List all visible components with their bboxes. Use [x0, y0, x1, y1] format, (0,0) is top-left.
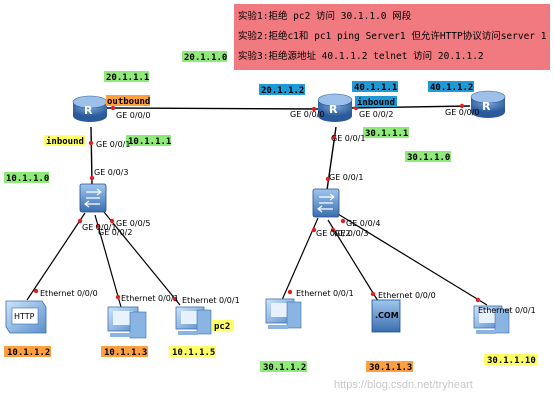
switch-sw1-icon[interactable] — [79, 183, 107, 213]
tag-r2-ip-bottom: 30.1.1.1 — [365, 129, 408, 139]
port-eth-http: Ethernet 0/0/0 — [40, 289, 98, 298]
pc-30-2-icon[interactable] — [265, 298, 302, 329]
svg-text:R: R — [482, 100, 491, 113]
link-sw1-pc2 — [103, 211, 181, 306]
port-eth-pc1: Ethernet 0/0/1 — [121, 294, 179, 303]
link-sw1-http — [26, 212, 86, 301]
tag-host-10-3: 10.1.1.3 — [104, 348, 147, 358]
http-server-icon[interactable]: HTTP — [5, 300, 47, 334]
note-2: 实验2:拒绝c1和 pc1 ping Server1 但允许HTTP协议访问se… — [238, 30, 547, 42]
tag-r2-ip-top: 40.1.1.1 — [354, 83, 397, 93]
link-sw1-pc1 — [94, 214, 122, 308]
tag-r1-ip-right: 10.1.1.1 — [128, 137, 171, 147]
tag-host-10-2: 10.1.1.2 — [7, 348, 50, 358]
port-sw1-e001: GE 0/0/1 — [82, 223, 116, 232]
port-eth-pc3010: Ethernet 0/0/1 — [478, 306, 536, 315]
port-eth-pc2: Ethernet 0/0/1 — [182, 296, 240, 305]
router-r3-icon[interactable]: R — [470, 90, 506, 118]
tag-r2-inbound: inbound — [357, 97, 395, 108]
port-sw2-e002: GE 0/0/2 — [316, 229, 350, 238]
tag-r3-ip: 40.1.1.2 — [430, 83, 473, 93]
dns-server-label: .COM — [375, 311, 399, 320]
port-r2-e002: GE 0/0/2 — [359, 110, 393, 119]
tag-r1-outbound: outbound — [107, 97, 150, 107]
note-3: 实验3:拒绝源地址 40.1.1.2 telnet 访问 20.1.1.2 — [238, 50, 484, 62]
tag-r1-inbound: inbound — [46, 136, 84, 147]
port-sw1-e005: GE 0/0/5 — [116, 219, 150, 228]
tag-net-30: 30.1.1.0 — [407, 153, 450, 163]
link-r1-sw1 — [90, 126, 93, 185]
port-r3-e000: GE 0/0/0 — [445, 108, 479, 117]
dns-server-icon[interactable]: .COM — [371, 299, 401, 333]
access-links — [26, 211, 488, 308]
switch-sw2-icon[interactable] — [312, 188, 340, 218]
port-sw2-e004: GE 0/0/4 — [346, 219, 380, 228]
tag-host-30-10: 30.1.1.10 — [487, 356, 536, 366]
tags: 20.1.1.1 20.1.1.0 outbound inbound 10.1.… — [4, 51, 537, 373]
port-dots — [33, 103, 481, 303]
tag-host-30-3: 30.1.1.3 — [369, 363, 412, 373]
note-1: 实验1:拒绝 pc2 访问 30.1.1.0 网段 — [238, 10, 412, 22]
tag-net-10: 10.1.1.0 — [6, 174, 49, 184]
router-r1-icon[interactable]: R — [72, 95, 108, 122]
tag-host-10-5: 10.1.1.5 — [172, 348, 215, 358]
link-sw2-pc30 — [281, 217, 319, 301]
watermark: https://blog.csdn.net/tryheart — [334, 379, 473, 391]
link-r1-r2 — [105, 107, 321, 110]
http-server-label: HTTP — [14, 312, 35, 321]
pc-30-10-icon[interactable] — [473, 305, 510, 334]
svg-text:R: R — [84, 104, 93, 117]
tag-net-20: 20.1.1.0 — [184, 53, 227, 63]
port-labels: GE 0/0/0 GE 0/0/1 GE 0/0/0 GE 0/0/2 GE 0… — [40, 108, 536, 315]
pc2-icon[interactable] — [175, 306, 212, 335]
link-sw2-server — [327, 219, 379, 302]
link-sw2-pc3010 — [337, 213, 488, 306]
tag-r1-ip-top: 20.1.1.1 — [106, 73, 149, 83]
port-eth-server: Ethernet 0/0/0 — [378, 291, 436, 300]
link-r2-r3 — [349, 105, 471, 109]
port-eth-pc30: Ethernet 0/0/1 — [296, 289, 354, 298]
tag-pc2: pc2 — [214, 322, 230, 332]
port-sw2-e003: GE 0/0/3 — [334, 229, 368, 238]
port-r1-e001: GE 0/0/1 — [96, 140, 130, 149]
tag-r2-ip-left: 20.1.1.2 — [261, 86, 304, 96]
port-sw2-e001: GE 0/0/1 — [329, 173, 363, 182]
port-r2-e000: GE 0/0/0 — [290, 110, 324, 119]
port-r2-e001: GE 0/0/1 — [331, 134, 365, 143]
port-sw1-e002: GE 0/0/2 — [98, 228, 132, 237]
tag-host-30-2: 30.1.1.2 — [263, 363, 306, 373]
port-sw1-e003: GE 0/0/3 — [94, 168, 128, 177]
notes-box — [234, 4, 550, 70]
pc1-icon[interactable] — [107, 306, 147, 339]
port-r1-e000: GE 0/0/0 — [116, 111, 150, 120]
svg-text:R: R — [329, 103, 338, 116]
router-r2-icon[interactable]: R — [317, 93, 353, 122]
